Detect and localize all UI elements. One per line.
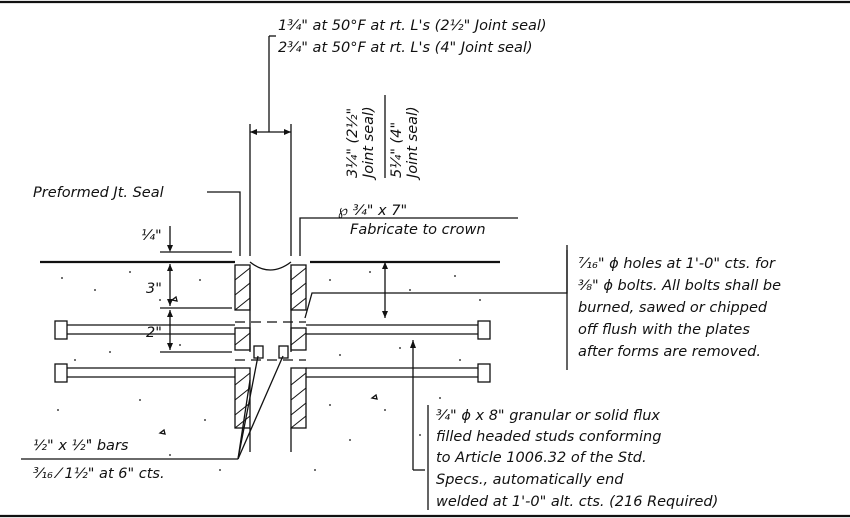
fabricate-label: Fabricate to crown xyxy=(350,222,486,238)
gap-label-1: 1¾" at 50°F at rt. L's (2½" Joint seal) xyxy=(278,18,547,34)
bars-leader-3 xyxy=(237,379,251,460)
holes-note-2: ⅜" ϕ bolts. All bolts shall be xyxy=(578,278,781,294)
vert-label-b1: 5¼" (4" xyxy=(389,122,405,178)
studs-note-2: filled headed studs conforming xyxy=(436,429,661,445)
studs-note-4: Specs., automatically end xyxy=(436,472,624,488)
preformed-seal-leader xyxy=(207,191,241,256)
dim-3in-label: 3" xyxy=(146,281,162,297)
right-plate xyxy=(290,264,307,452)
bars-label: ½" x ½" bars xyxy=(33,438,129,454)
vert-label-a2: Joint seal) xyxy=(361,106,377,181)
studs-note-3: to Article 1006.32 of the Std. xyxy=(436,450,647,466)
gap-dimension xyxy=(249,35,292,256)
weld-label: ³⁄₁₆ ⁄ 1½" at 6" cts. xyxy=(33,466,165,482)
plate-leader xyxy=(299,217,518,256)
bars-leader-1 xyxy=(237,355,259,460)
preformed-seal-label: Preformed Jt. Seal xyxy=(33,185,164,201)
headed-studs xyxy=(54,320,491,383)
dim-2in-label: 2" xyxy=(146,325,162,341)
holes-note-3: burned, sawed or chipped xyxy=(578,300,768,316)
left-plate xyxy=(234,264,251,452)
holes-note-4: off flush with the plates xyxy=(578,322,750,338)
holes-note-5: after forms are removed. xyxy=(578,344,761,360)
seal-bar-right xyxy=(278,345,289,359)
holes-leader xyxy=(304,245,568,319)
holes-note-1: ⁷⁄₁₆" ϕ holes at 1'-0" cts. for xyxy=(578,256,776,272)
dim-quarter-label: ¼" xyxy=(141,228,162,244)
seal-bar-left xyxy=(253,345,264,359)
studs-note-1: ¾" ϕ x 8" granular or solid flux xyxy=(436,408,660,424)
joint-seal-top xyxy=(249,261,292,271)
studs-note-5: welded at 1'-0" alt. cts. (216 Required) xyxy=(436,494,718,510)
bars-leader-2 xyxy=(237,355,284,460)
joint-seal-sides xyxy=(249,270,292,352)
right-dimension xyxy=(382,262,388,318)
gap-label-2: 2¾" at 50°F at rt. L's (4" Joint seal) xyxy=(278,40,533,56)
vert-label-b2: Joint seal) xyxy=(405,106,421,181)
left-dimensions xyxy=(160,226,232,353)
vert-label-a1: 3¼" (2½" xyxy=(345,108,361,178)
plate-size-label: ℘ ¾" x 7" xyxy=(338,203,407,219)
concrete-stipple xyxy=(57,271,481,471)
